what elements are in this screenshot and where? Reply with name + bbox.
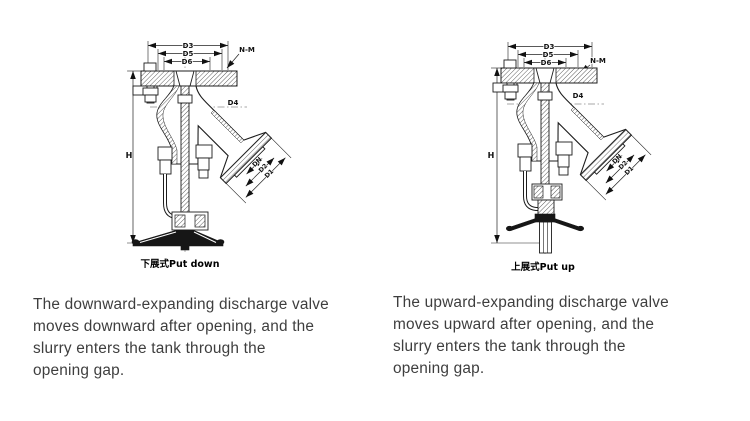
description-line: opening gap. [393,360,485,377]
dim-label-d4: D4 [228,99,239,107]
mounting-flange [132,62,238,104]
dim-label-d3: D3 [183,42,194,50]
branch-dimensions: DN D2 D1 [225,137,292,204]
dim-label-d3: D3 [544,43,555,51]
description-line: The upward-expanding discharge valve [393,294,669,311]
valve-body [156,85,273,185]
dim-label-nm: N-M [590,57,606,65]
valve-disc-up [505,213,584,254]
dim-h: H [488,67,540,244]
top-dimensions: D3 D5 D6 [147,41,229,70]
description-line: slurry enters the tank through the [393,338,626,355]
left-figure-description: The downward-expanding discharge valve m… [33,294,369,382]
right-valve-diagram: H D3 D5 D6 N-M [488,42,652,273]
dim-label-d5: D5 [183,50,194,58]
description-line: slurry enters the tank through the [33,340,266,357]
valve-disc-down [131,229,225,251]
description-line: moves downward after opening, and the [33,318,315,335]
dim-label-nm: N-M [239,46,255,54]
dim-label-d4: D4 [573,92,584,100]
description-line: The downward-expanding discharge valve [33,296,329,313]
dim-label-d6: D6 [541,59,552,67]
dim-label-d6: D6 [182,58,193,66]
top-dimensions: D3 D5 D6 [507,42,593,68]
dim-label-h: H [488,151,495,160]
dim-label-h: H [126,151,133,160]
description-line: moves upward after opening, and the [393,316,655,333]
left-valve-diagram: H D3 D5 D6 N-M [126,41,292,270]
description-line: opening gap. [33,362,125,379]
mounting-flange [492,59,598,101]
right-figure-caption: 上展式Put up [511,261,575,273]
dim-label-d5: D5 [543,51,554,59]
right-figure-description: The upward-expanding discharge valve mov… [393,292,729,380]
left-figure-caption: 下展式Put down [141,258,220,270]
callout-nm: N-M [226,45,256,69]
stem-and-gland [157,85,213,231]
